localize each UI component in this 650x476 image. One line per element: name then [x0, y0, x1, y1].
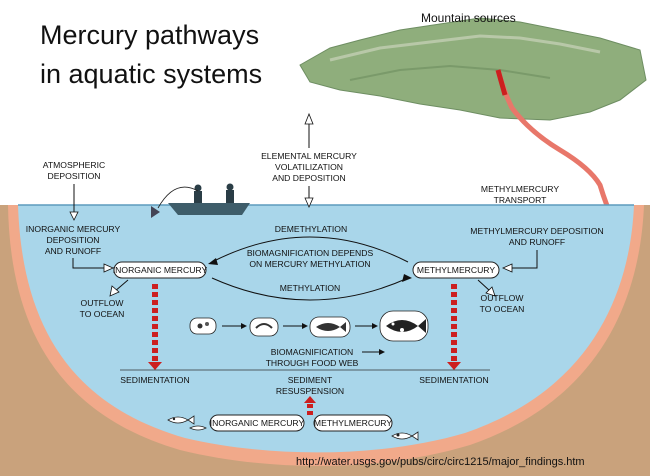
food-web-organisms [189, 310, 429, 342]
sedimentation-right-column [447, 284, 461, 370]
outflow-left-label-1: OUTFLOW [81, 298, 125, 308]
mountain-illustration [299, 17, 647, 121]
inorganic-runoff-label-1: INORGANIC MERCURY [26, 224, 121, 234]
mountain-sources-label: Mountain sources [421, 11, 516, 25]
fishing-boat-illustration [151, 183, 250, 218]
inorganic-mercury-box-label: INORGANIC MERCURY [113, 265, 208, 275]
atmospheric-deposition-label-2: DEPOSITION [47, 171, 100, 181]
methylation-arc [211, 277, 409, 301]
title-line-2: in aquatic systems [40, 59, 262, 89]
methylmercury-transport-label-1: METHYLMERCURY [481, 184, 559, 194]
biomag-food-web-label-1: BIOMAGNIFICATION [271, 347, 353, 357]
sedimentation-left-label: SEDIMENTATION [120, 375, 189, 385]
biomag-depends-label-1: BIOMAGNIFICATION DEPENDS [247, 248, 374, 258]
inorganic-runoff-arrow [72, 258, 108, 269]
inorganic-mercury-box [113, 261, 207, 279]
inorganic-runoff-label-2: DEPOSITION [46, 235, 99, 245]
outflow-right-label-2: TO OCEAN [480, 304, 525, 314]
biomag-depends-label-2: ON MERCURY METHYLATION [249, 259, 370, 269]
sedimentation-left-column [148, 284, 162, 370]
demethylation-arc [211, 236, 409, 263]
methyl-runoff-label-1: METHYLMERCURY DEPOSITION [470, 226, 603, 236]
demethylation-label: DEMETHYLATION [275, 224, 347, 234]
sediment-resuspension-label-2: RESUSPENSION [276, 386, 344, 396]
inorganic-mercury-sediment-box [209, 414, 305, 432]
bottom-fish-illustration [167, 415, 419, 441]
source-url-text: http://water.usgs.gov/pubs/circ/circ1215… [296, 456, 585, 468]
methylation-label: METHYLATION [280, 283, 340, 293]
methylmercury-box [412, 261, 500, 279]
biomag-food-web-label-2: THROUGH FOOD WEB [266, 358, 359, 368]
methylmercury-sediment-label: METHYLMERCURY [314, 418, 392, 428]
inorganic-mercury-sediment-label: INORGANIC MERCURY [210, 418, 305, 428]
title-line-1: Mercury pathways [40, 20, 259, 50]
outflow-left-label-2: TO OCEAN [80, 309, 125, 319]
methylmercury-sediment-box [313, 414, 393, 432]
sediment-resuspension-label-1: SEDIMENT [288, 375, 333, 385]
elemental-mercury-label-3: AND DEPOSITION [272, 173, 346, 183]
resuspension-arrow [304, 396, 316, 415]
outflow-right-arrow [477, 279, 491, 292]
methyl-runoff-arrow [508, 250, 538, 269]
outflow-right-label-1: OUTFLOW [481, 293, 525, 303]
elemental-mercury-label-2: VOLATILIZATION [275, 162, 343, 172]
atmospheric-deposition-label-1: ATMOSPHERIC [43, 160, 105, 170]
elemental-mercury-label-1: ELEMENTAL MERCURY [261, 151, 357, 161]
inorganic-runoff-label-3: AND RUNOFF [45, 246, 101, 256]
methyl-runoff-label-2: AND RUNOFF [509, 237, 565, 247]
sedimentation-right-label: SEDIMENTATION [419, 375, 488, 385]
methylmercury-box-label: METHYLMERCURY [417, 265, 495, 275]
methylmercury-transport-label-2: TRANSPORT [494, 195, 548, 205]
